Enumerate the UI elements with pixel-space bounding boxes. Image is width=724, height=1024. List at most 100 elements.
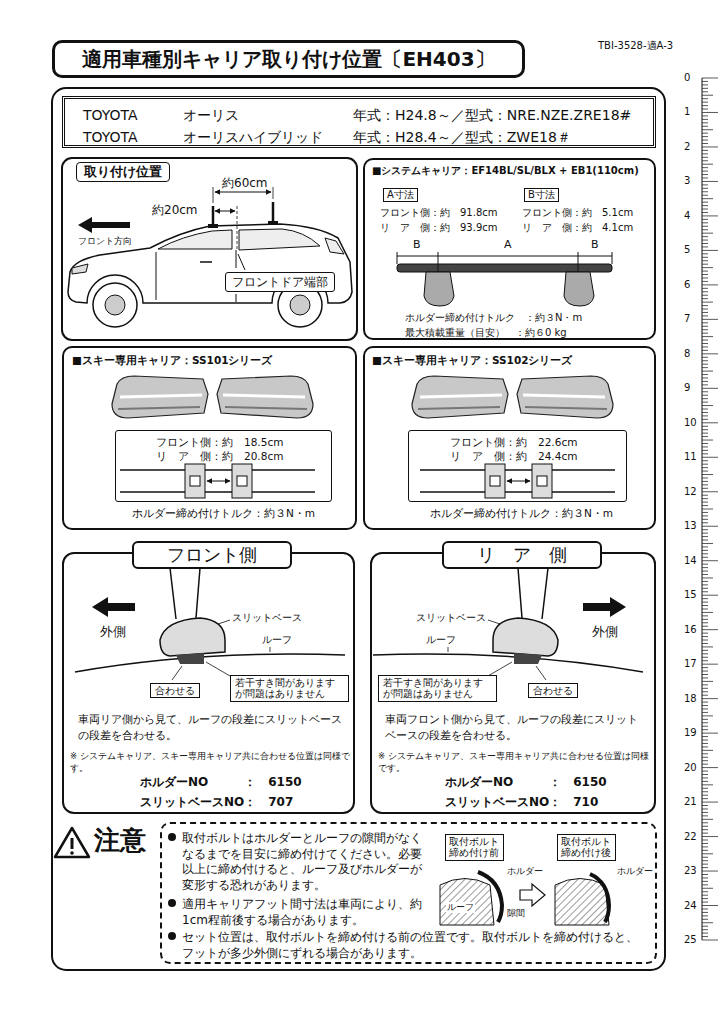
label-text: ルーフ	[426, 634, 456, 646]
ruler-tick	[702, 291, 708, 292]
ruler-tick	[702, 695, 708, 696]
align-tag-text: 合わせる	[155, 685, 195, 696]
ruler-tick	[702, 915, 708, 916]
slit-base-illustration	[160, 618, 225, 656]
ruler-tick	[702, 722, 708, 723]
ruler-tick	[702, 198, 713, 199]
ruler-tick	[702, 357, 708, 358]
align-tag: 合わせる	[150, 683, 200, 698]
ruler-tick	[702, 302, 713, 303]
ruler-tick	[702, 281, 708, 282]
car-illustration	[239, 229, 320, 250]
caution-illustration	[555, 879, 609, 926]
ruler-tick	[702, 388, 718, 389]
slit-base-illustration	[196, 568, 200, 618]
ruler-tick	[702, 133, 708, 134]
ruler-tick	[702, 529, 708, 530]
ruler-tick	[702, 712, 708, 713]
ruler-tick	[702, 395, 708, 396]
note-box-text: 若干すき間がありますが問題はありません	[383, 677, 492, 700]
ruler-tick	[702, 919, 708, 920]
ruler-tick	[702, 209, 708, 210]
ruler-tick	[702, 381, 708, 382]
node-text: ■システムキャリア：EF14BL/SL/BLX + EB1(110cm)	[372, 165, 639, 177]
ruler-tick	[702, 640, 708, 641]
ruler-tick	[702, 629, 718, 630]
ruler-tick	[702, 822, 708, 823]
ruler-tick	[702, 78, 718, 79]
ruler-tick	[702, 688, 708, 689]
label-text: 外側	[100, 624, 126, 640]
ruler-tick	[702, 908, 708, 909]
ruler-tick	[702, 819, 713, 820]
ruler-tick	[702, 164, 713, 165]
ruler-number: 23	[684, 865, 697, 877]
label-text: リ ア 側：約 4.1cm	[522, 222, 633, 234]
align-tag: 合わせる	[528, 683, 578, 698]
ruler-tick	[702, 312, 708, 313]
rail-illustration	[185, 464, 205, 498]
ruler-number: 11	[684, 451, 697, 463]
ruler-number: 4	[684, 210, 690, 222]
ski-carrier-illustration	[225, 407, 307, 409]
ruler-tick	[702, 657, 708, 658]
car-illustration	[68, 187, 352, 327]
ruler-tick	[702, 843, 708, 844]
ruler-tick	[702, 443, 708, 444]
ruler-tick	[702, 612, 713, 613]
ruler-tick	[702, 288, 708, 289]
ruler-tick	[702, 581, 708, 582]
side-panel: リ ア 側若干すき間がありますが問題はありません合わせる	[370, 552, 656, 814]
node-text: ■スキー専用キャリア：SS101シリーズ	[72, 354, 273, 367]
ruler-tick	[702, 588, 708, 589]
ruler-tick	[702, 557, 708, 558]
ruler-tick	[702, 674, 708, 675]
ruler-tick	[702, 936, 708, 937]
node-text: フロント側：約 18.5cm	[156, 436, 283, 449]
ruler-tick	[702, 905, 718, 906]
ruler-tick	[702, 243, 708, 244]
ruler-tick	[702, 491, 718, 492]
node-text: TOYOTA	[83, 129, 138, 146]
label-text: スリットベースNO： 707	[140, 795, 293, 809]
ruler-tick	[702, 812, 708, 813]
ruler-tick	[702, 895, 708, 896]
ruler-tick	[702, 391, 708, 392]
car-illustration	[238, 254, 245, 270]
label-text: 車両リア側から見て、ルーフの段差にスリットベースの段差を合わせる。	[78, 712, 346, 744]
label-text: 約60cm	[222, 176, 268, 190]
ruler-tick	[702, 808, 708, 809]
rail-illustration	[120, 464, 315, 498]
ruler-tick	[702, 84, 708, 85]
ruler-tick	[702, 105, 708, 106]
node-text: フロント側	[132, 541, 292, 569]
ruler-tick	[702, 891, 708, 892]
car-illustration	[93, 283, 137, 327]
ruler-tick	[702, 853, 713, 854]
ruler-tick	[702, 236, 708, 237]
car-illustration	[272, 202, 275, 224]
ruler-number: 2	[684, 141, 690, 153]
ruler-tick	[702, 153, 708, 154]
ruler-tick	[702, 460, 708, 461]
ruler-tick	[702, 743, 708, 744]
ruler-tick	[702, 877, 708, 878]
ruler-tick	[702, 188, 708, 189]
ruler-tick	[702, 708, 708, 709]
ruler-tick	[702, 705, 708, 706]
node-text: オーリスハイブリッド	[183, 129, 323, 146]
ruler-tick	[702, 450, 708, 451]
ruler-tick	[702, 667, 708, 668]
slit-base-illustration	[218, 620, 230, 624]
ruler-tick	[702, 736, 708, 737]
node-text: フロント側：約 22.6cm	[450, 436, 577, 449]
ruler-tick	[702, 402, 708, 403]
ruler-tick	[702, 115, 708, 116]
label-text: ルーフ	[262, 634, 292, 646]
node-text: 注意	[94, 825, 146, 856]
ruler-number: 5	[684, 244, 690, 256]
ruler-tick	[702, 698, 718, 699]
ruler-number: 16	[684, 624, 697, 636]
ruler-tick	[702, 433, 708, 434]
ruler-tick	[702, 333, 708, 334]
